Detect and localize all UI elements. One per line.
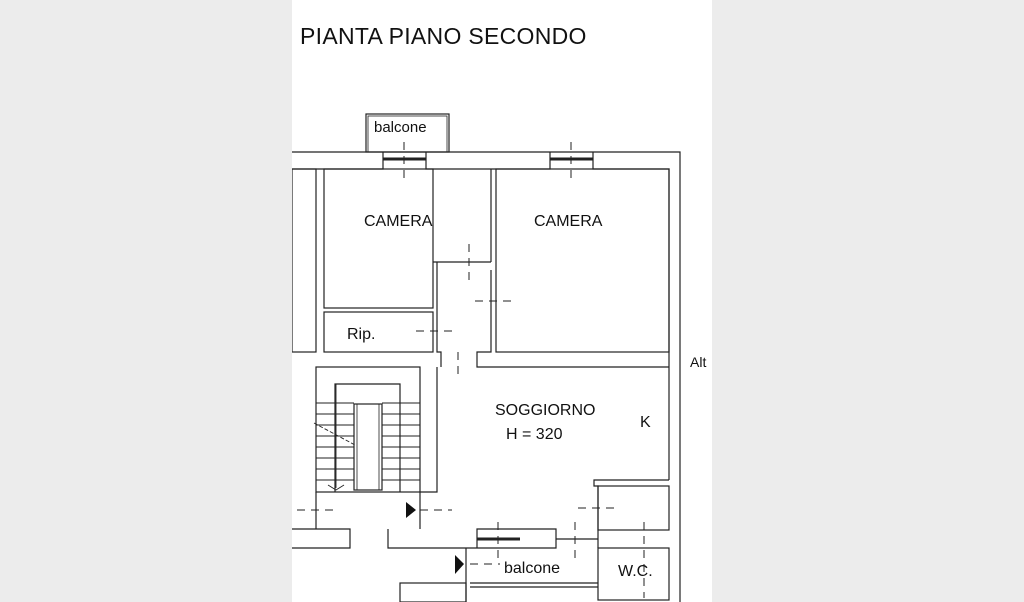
label-balcone-top: balcone [374,119,427,136]
label-kitchen: K [640,414,651,431]
label-balcone-bottom: balcone [504,560,561,577]
camera-left-room [323,168,434,309]
label-soggiorno: SOGGIORNO [495,402,596,419]
label-soggiorno-height: H = 320 [506,426,563,443]
wc-room [597,547,670,601]
label-camera-right: CAMERA [534,213,603,230]
label-side-text: Alt [690,354,707,370]
floor-plan-drawing [292,113,681,602]
stair [313,366,421,493]
floor-plan-sheet: PIANTA PIANO SECONDO balcone CAMERA CAME… [292,0,712,602]
plan-title: PIANTA PIANO SECONDO [300,23,587,49]
label-ripostiglio: Rip. [347,326,376,343]
label-wc: W.C. [618,563,653,580]
label-camera-left: CAMERA [364,213,433,230]
left-strip [292,168,317,353]
ripostiglio-room [323,311,434,353]
camera-right-room [495,168,670,353]
